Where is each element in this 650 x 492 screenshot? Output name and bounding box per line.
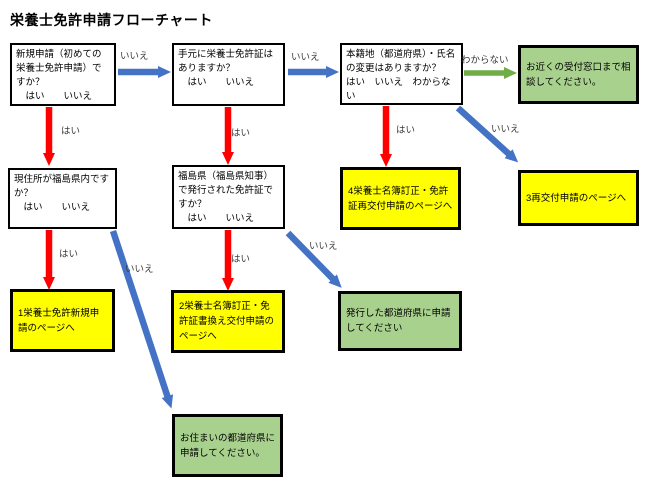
result-apply-residence-prefecture: お住まいの都道府県に申請してください。: [172, 414, 283, 477]
result-consult-counter: お近くの受付窓口まで相談してください。: [518, 45, 639, 104]
edge-label-unknown-change-to-consult: わからない: [461, 55, 509, 66]
edge-label-no-address-to-residence: いいえ: [125, 264, 154, 275]
edge-label-yes-new-to-address: はい: [61, 126, 81, 137]
question-address-in-fukushima: 現住所が福島県内ですか？ はい いいえ: [8, 168, 117, 229]
question-registry-name-change: 本籍地（都道府県）・氏名の変更はありますか？ はい いいえ わからない: [340, 43, 463, 105]
question-license-in-hand: 手元に栄養士免許証はありますか？ はい いいえ: [172, 43, 285, 106]
question-text: 現住所が福島県内ですか？: [14, 174, 110, 199]
question-text: 新規申請（初めての栄養士免許申請）ですか？: [16, 49, 102, 88]
edge-label-no-hand-to-change: いいえ: [291, 52, 320, 63]
page-title: 栄養士免許申請フローチャート: [10, 12, 213, 28]
result-text: お住まいの都道府県に申請してください。: [180, 432, 276, 459]
link-text: 1栄養士免許新規申請のページへ: [18, 307, 100, 334]
link-text: 3再交付申請のページへ: [526, 192, 627, 204]
question-options: はい いいえ わからない: [346, 77, 451, 102]
question-text: 手元に栄養士免許証はありますか？: [178, 49, 274, 74]
link-page-4-registry-reissue[interactable]: 4栄養士名簿訂正・免許証再交付申請のページへ: [340, 167, 461, 230]
result-apply-issuing-prefecture: 発行した都道府県に申請してください: [338, 291, 462, 351]
result-text: 発行した都道府県に申請してください: [346, 308, 451, 334]
edge-label-yes-change-to-page4: はい: [396, 125, 416, 136]
edge-label-no-issued-to-issuing-pref: いいえ: [309, 241, 338, 252]
question-issued-by-fukushima: 福島県（福島県知事）で発行された免許証ですか？ はい いいえ: [172, 165, 285, 229]
edge-label-yes-address-to-page1: はい: [59, 249, 79, 260]
link-page-1-new[interactable]: 1栄養士免許新規申請のページへ: [10, 289, 115, 352]
question-options: はい いいえ: [178, 77, 255, 88]
link-page-3-reissue[interactable]: 3再交付申請のページへ: [518, 170, 639, 226]
question-options: はい いいえ: [16, 91, 93, 102]
link-text: 2栄養士名簿訂正・免許証書換え交付申請のページへ: [179, 301, 275, 342]
question-options: はい いいえ: [178, 213, 255, 224]
result-text: お近くの受付窓口まで相談してください。: [526, 61, 631, 88]
question-options: はい いいえ: [14, 202, 91, 213]
edge-label-no-change-to-page3: いいえ: [491, 124, 520, 135]
arrow-no-address-to-residence-pref: [109, 229, 174, 409]
edge-label-yes-hand-to-issued: はい: [231, 128, 251, 139]
question-text: 福島県（福島県知事）で発行された免許証ですか？: [178, 171, 274, 210]
edge-label-yes-issued-to-page2: はい: [231, 254, 251, 265]
question-text: 本籍地（都道府県）・氏名の変更はありますか？: [346, 49, 456, 74]
question-new-application: 新規申請（初めての栄養士免許申請）ですか？ はい いいえ: [10, 43, 116, 106]
edge-label-no-new-to-hand: いいえ: [120, 51, 149, 62]
link-page-2-rewrite[interactable]: 2栄養士名簿訂正・免許証書換え交付申請のページへ: [171, 290, 285, 353]
link-text: 4栄養士名簿訂正・免許証再交付申請のページへ: [348, 185, 453, 212]
